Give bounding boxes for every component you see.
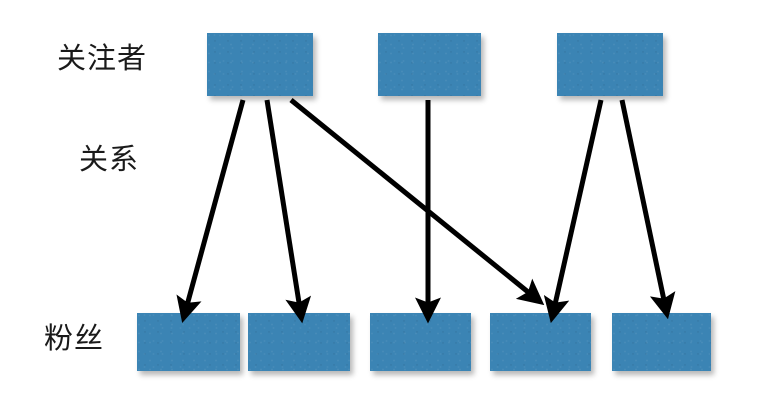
edge-follower1-fan4 [289, 98, 545, 306]
fan-node-4[interactable] [490, 313, 591, 371]
edge-follower3-fan4 [543, 99, 604, 324]
follower-node-1[interactable] [207, 33, 313, 96]
fan-node-5[interactable] [612, 313, 711, 371]
row-label-relationship: 关系 [79, 142, 140, 176]
edge-follower1-fan1 [176, 99, 246, 323]
edge-follower1-fan2 [264, 99, 312, 324]
fan-node-3[interactable] [370, 313, 471, 371]
follower-node-2[interactable] [378, 33, 481, 96]
row-label-fan: 粉丝 [44, 321, 105, 355]
follower-node-3[interactable] [557, 33, 663, 96]
edge-follower3-fan5 [619, 99, 676, 320]
row-label-follower: 关注者 [57, 41, 148, 75]
fan-node-1[interactable] [137, 313, 240, 371]
fan-node-2[interactable] [248, 313, 350, 371]
